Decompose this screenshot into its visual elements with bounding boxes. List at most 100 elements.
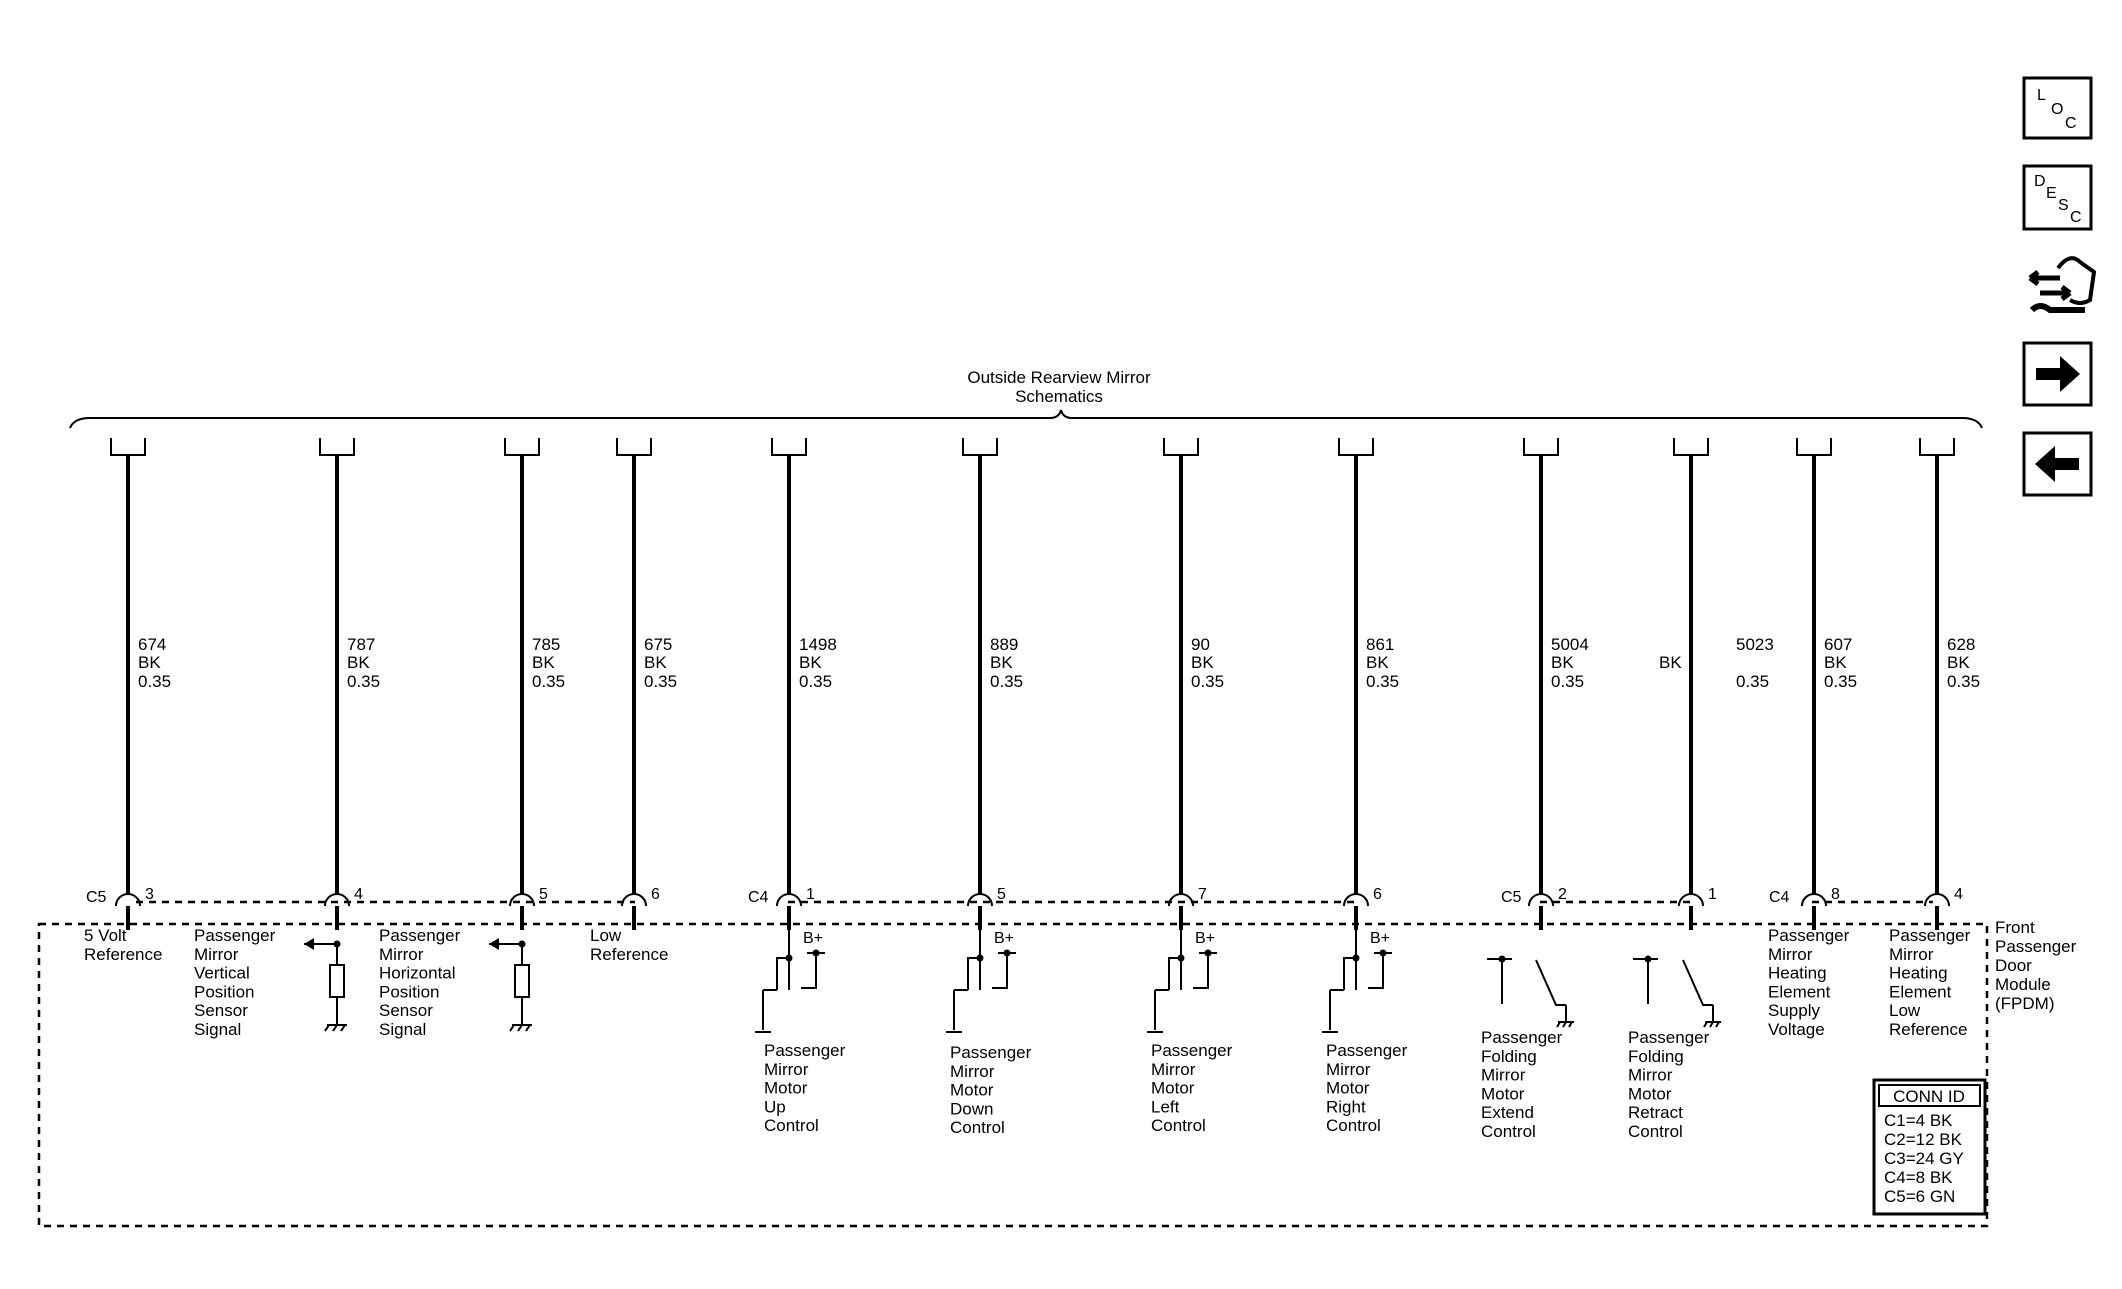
function-label-line: Mirror — [194, 945, 239, 964]
function-label-line: Down — [950, 1099, 993, 1118]
function-label-line: Sensor — [194, 1001, 248, 1020]
conn-id-row: C4=8 BK — [1884, 1168, 1953, 1187]
function-label-line: Left — [1151, 1097, 1180, 1116]
desc-letter-c: C — [2070, 209, 2082, 226]
function-label-line: Mirror — [950, 1062, 995, 1081]
pin-number: 8 — [1831, 886, 1840, 903]
pin-number: 1 — [1708, 886, 1717, 903]
function-label-line: Passenger — [950, 1043, 1032, 1062]
function-label-line: Element — [1768, 982, 1831, 1001]
loc-letter-c: C — [2065, 115, 2077, 132]
connector-cavity — [1168, 893, 1194, 907]
terminal-socket — [616, 438, 652, 456]
conn-id-row: C3=24 GY — [1884, 1149, 1964, 1168]
connector-cavity — [324, 893, 350, 907]
function-label-line: Passenger — [1326, 1041, 1408, 1060]
function-label-line: Heating — [1768, 964, 1827, 983]
function-label-line: Mirror — [379, 945, 424, 964]
function-label-line: Control — [1481, 1122, 1536, 1141]
harness-connector-icon[interactable] — [2022, 250, 2097, 326]
circuit-number: 889 — [990, 635, 1018, 654]
function-label-line: Signal — [194, 1020, 241, 1039]
wire-color: BK — [990, 653, 1013, 672]
pin-number: 6 — [651, 886, 660, 903]
description-button[interactable]: D E S C — [2022, 164, 2093, 231]
function-label-line: Passenger — [379, 926, 461, 945]
function-label-line: Motor — [1326, 1079, 1370, 1098]
wire-size: 0.35 — [1366, 672, 1399, 691]
connector-cavity — [967, 893, 993, 907]
conn-id-title: CONN ID — [1893, 1087, 1965, 1106]
conn-id-row: C1=4 BK — [1884, 1111, 1953, 1130]
battery-positive-label: B+ — [994, 930, 1014, 947]
wire-color: BK — [644, 653, 667, 672]
terminal-socket — [1919, 438, 1955, 456]
vertical-position-sensor — [304, 938, 347, 1032]
connector-c4-b: C4 — [1769, 889, 1790, 906]
wire-color: BK — [799, 653, 822, 672]
function-label-line: Low — [1889, 1001, 1921, 1020]
function-label-line: Mirror — [1889, 945, 1934, 964]
function-label-line: Mirror — [1481, 1066, 1526, 1085]
circuit-number: 1498 — [799, 635, 837, 654]
motor-relay: B+ — [1147, 930, 1217, 1033]
conn-id-row: C5=6 GN — [1884, 1187, 1955, 1206]
terminal-socket — [1163, 438, 1199, 456]
terminal-socket — [110, 438, 146, 456]
terminal-socket — [1523, 438, 1559, 456]
function-label-line: Position — [379, 982, 439, 1001]
circuit-number: 607 — [1824, 635, 1852, 654]
pin-number: 6 — [1373, 886, 1382, 903]
function-label-line: Mirror — [764, 1060, 809, 1079]
wire-size: 0.35 — [1947, 672, 1980, 691]
next-page-button[interactable] — [2022, 341, 2093, 407]
function-label-line: Motor — [1151, 1079, 1195, 1098]
circuit-number: 5023 — [1736, 635, 1774, 654]
wire-size: 0.35 — [347, 672, 380, 691]
function-label-line: Reference — [1889, 1020, 1967, 1039]
fold-extend-switch — [1487, 955, 1574, 1028]
function-label-line: Signal — [379, 1020, 426, 1039]
connector-c5-b: C5 — [1501, 889, 1522, 906]
wire-color: BK — [1659, 653, 1682, 672]
function-label-line: Motor — [1481, 1084, 1525, 1103]
function-label-line: Low — [590, 926, 622, 945]
function-label-line: Control — [950, 1118, 1005, 1137]
circuit-number: 787 — [347, 635, 375, 654]
function-label-line: Mirror — [1151, 1060, 1196, 1079]
wire-color: BK — [1366, 653, 1389, 672]
terminal-socket — [1796, 438, 1832, 456]
module-name-line2: Passenger — [1995, 937, 2077, 956]
motor-relay: B+ — [1322, 930, 1392, 1033]
connector-cavity — [1924, 893, 1950, 907]
wire-color: BK — [1191, 653, 1214, 672]
desc-letter-e: E — [2046, 185, 2057, 202]
function-label-line: Right — [1326, 1097, 1366, 1116]
wire-color: BK — [138, 653, 161, 672]
connector-cavity — [115, 893, 141, 907]
previous-page-button[interactable] — [2022, 431, 2093, 497]
function-label-line: Supply — [1768, 1001, 1820, 1020]
connector-cavity — [509, 893, 535, 907]
schematic-title-line2: Schematics — [1015, 387, 1103, 406]
function-label-f1: PassengerMirrorVerticalPositionSensorSig… — [194, 926, 276, 1039]
function-label-line: Voltage — [1768, 1020, 1825, 1039]
location-button[interactable]: L O C — [2022, 76, 2093, 140]
horizontal-position-sensor — [489, 938, 532, 1032]
function-label-line: Control — [764, 1116, 819, 1135]
function-label-line: Control — [1326, 1116, 1381, 1135]
connector-c5-a: C5 — [86, 889, 107, 906]
conn-id-row: C2=12 BK — [1884, 1130, 1963, 1149]
motor-relay: B+ — [946, 930, 1016, 1033]
module-boundary — [37, 922, 1989, 1228]
desc-letter-s: S — [2058, 197, 2069, 214]
function-label-line: Passenger — [764, 1041, 846, 1060]
